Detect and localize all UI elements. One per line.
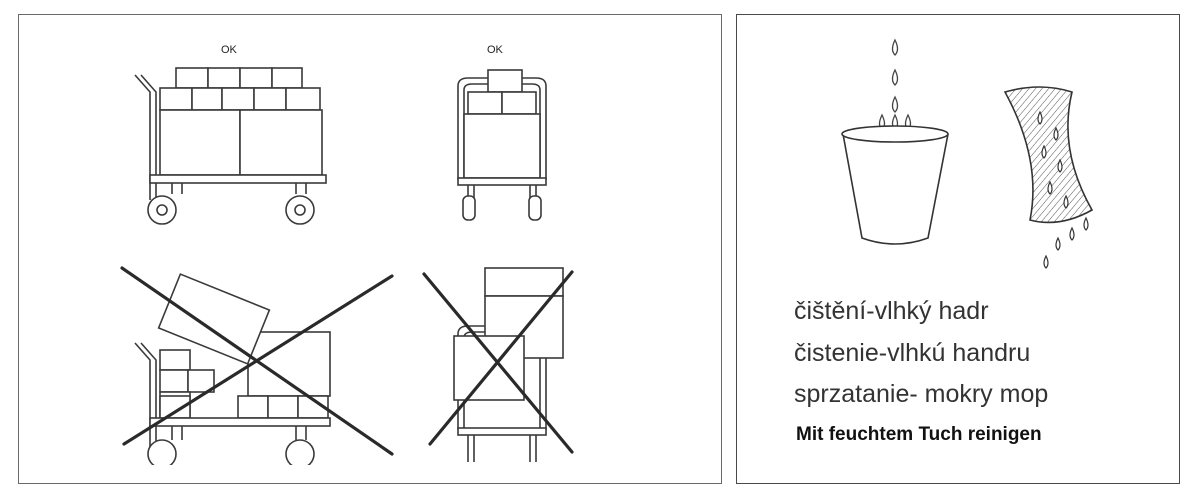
trolley-front-wrong — [453, 267, 564, 462]
cleaning-text-polish: sprzatanie- mokry mop — [794, 380, 1049, 408]
cleaning-text-czech: čištění-vlhký hadr — [794, 297, 989, 325]
cleaning-instruction-panel — [736, 14, 1180, 484]
illustrations — [120, 38, 1094, 465]
trolley-side-correct — [134, 67, 327, 225]
cleaning-text-slovak: čistenie-vlhkú handru — [794, 339, 1031, 367]
water-drop-icons — [878, 38, 912, 131]
prohibited-cross — [120, 266, 574, 456]
wet-cloth-icon — [1003, 86, 1094, 269]
ok-label-front: OK — [487, 44, 503, 56]
cleaning-text-german: Mit feuchtem Tuch reinigen — [796, 424, 1042, 445]
ok-label-side: OK — [221, 44, 237, 56]
trolley-side-wrong — [134, 273, 331, 465]
bucket-icon — [841, 125, 949, 245]
trolley-front-correct — [457, 69, 547, 221]
loading-diagram-panel — [18, 14, 722, 484]
